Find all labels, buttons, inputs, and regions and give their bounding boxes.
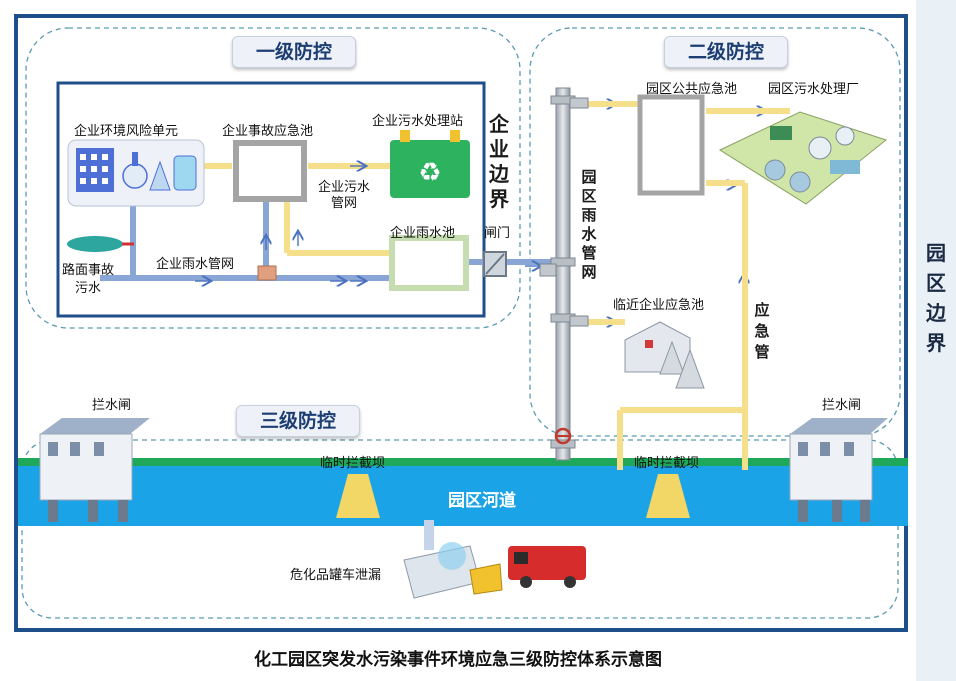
sluice-right-label: 拦水闸 (822, 398, 862, 413)
sluice-left-label: 拦水闸 (92, 398, 132, 413)
river-bank (18, 458, 908, 468)
level1-zone (25, 27, 521, 329)
wastewater-station-label: 企业污水处理站 (372, 114, 464, 129)
river-label: 园区河道 (448, 491, 516, 511)
public-pool-shape (637, 94, 705, 196)
rain-network-label: 企业雨水管网 (156, 257, 235, 272)
level2-zone (529, 27, 901, 437)
dam-right-shape (646, 474, 690, 518)
wastewater-station-shape (390, 140, 470, 198)
svg-text:♻: ♻ (418, 158, 441, 188)
level3-tag: 三级防控 (236, 405, 360, 437)
enterprise-boundary-label: 企 业 边 界 (489, 112, 509, 211)
risk-unit-label: 企业环境风险单元 (74, 124, 179, 139)
diagram-canvas: ♻ (18, 27, 908, 619)
dam-left-label: 临时拦截坝 (320, 456, 386, 471)
river-band (18, 466, 908, 526)
park-boundary-label: 园 区 边 界 (926, 241, 946, 355)
rain-pool-shape (389, 235, 469, 291)
sluice-right-shape (789, 418, 888, 522)
road-water-label: 路面事故 污水 (62, 263, 115, 296)
sewage-network-label: 企业污水 管网 (318, 180, 371, 211)
public-pool-label: 园区公共应急池 (646, 82, 738, 97)
enterprise-box (56, 81, 486, 318)
diagram-caption: 化工园区突发水污染事件环境应急三级防控体系示意图 (254, 650, 662, 670)
dam-left-shape (336, 474, 380, 518)
park-rain-pipe (555, 87, 571, 461)
accident-pool-shape (233, 140, 307, 202)
park-boundary-frame (14, 14, 908, 632)
nearby-pool-label: 临近企业应急池 (613, 298, 705, 313)
level1-tag: 一级防控 (232, 36, 356, 68)
road-water-shape (67, 236, 123, 252)
tanker-leak-scene (403, 520, 586, 599)
sluice-left-shape (39, 418, 150, 522)
tanker-leak-label: 危化品罐车泄漏 (290, 568, 382, 583)
side-strip (916, 0, 956, 681)
level2-tag: 二级防控 (664, 36, 788, 68)
level3-zone (21, 439, 899, 619)
emergency-pipe-label: 应 急 管 (754, 301, 770, 361)
accident-pool-label: 企业事故应急池 (222, 124, 314, 139)
rain-pool-label: 企业雨水池 (390, 226, 456, 241)
dam-right-label: 临时拦截坝 (634, 456, 700, 471)
gate-label: 闸门 (484, 226, 511, 241)
treatment-plant-label: 园区污水处理厂 (768, 82, 860, 97)
nearby-factory-shape (624, 321, 705, 389)
park-rain-network-label: 园 区 雨 水 管 网 (581, 168, 597, 281)
